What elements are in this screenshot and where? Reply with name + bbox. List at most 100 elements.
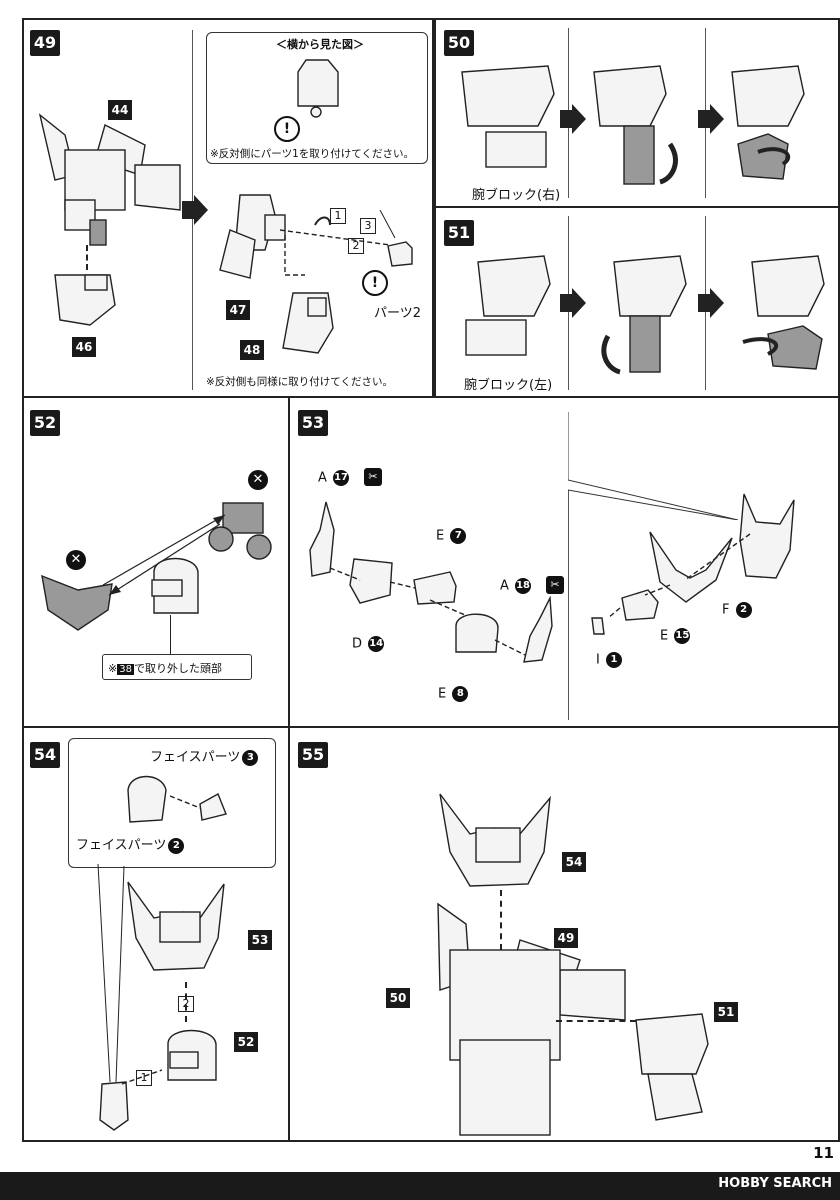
remove-icon: ✕ (66, 550, 86, 570)
part-a18-illustration (523, 596, 553, 663)
callout-51: 51 (714, 1002, 738, 1022)
step-number: 54 (30, 742, 60, 768)
page-number: 11 (813, 1144, 834, 1162)
arm-block-left-caption: 腕ブロック(左) (464, 378, 553, 393)
callout-47: 47 (226, 300, 250, 320)
warning-icon: ! (274, 116, 300, 142)
step-arrow-icon (698, 288, 724, 318)
arm-block-right-caption: 腕ブロック(右) (472, 188, 561, 203)
step-number: 53 (298, 410, 328, 436)
torso-part-illustration (38, 113, 181, 246)
part-i1-illustration (591, 617, 605, 635)
callout-54: 54 (562, 852, 586, 872)
remove-icon: ✕ (248, 470, 268, 490)
callout-46: 46 (72, 337, 96, 357)
head-part-illustration (167, 1029, 217, 1081)
label-e7: E 7 (436, 528, 467, 544)
part-e7-illustration (413, 571, 457, 605)
cut-tool-icon: ✂ (364, 468, 382, 486)
face-insert-illustration (99, 1081, 129, 1131)
note-suffix: で取り外した頭部 (133, 662, 222, 675)
assembly-dash-lines-53 (330, 567, 526, 656)
footer-bar (0, 1172, 840, 1200)
part-e8-illustration (455, 613, 499, 653)
callout-52: 52 (234, 1032, 258, 1052)
arm-final-illustration (635, 1013, 709, 1121)
step-number: 52 (30, 410, 60, 436)
step-number: 50 (444, 30, 474, 56)
assembly-lines (279, 210, 396, 276)
step-arrow-icon (560, 288, 586, 318)
arm-block-right-2 (593, 65, 678, 185)
cut-tool-icon: ✂ (546, 576, 564, 594)
leader-line (170, 615, 171, 655)
seq-box-3: 3 (360, 218, 376, 234)
seq-box-2: 2 (348, 238, 364, 254)
callout-48: 48 (240, 340, 264, 360)
callout-50: 50 (386, 988, 410, 1008)
seq-box-1: 1 (136, 1070, 152, 1086)
arm-block-right-1 (461, 65, 555, 168)
part-f2-illustration (649, 531, 733, 603)
step-arrow-icon (698, 104, 724, 134)
dash-line (500, 890, 502, 950)
callout-44: 44 (108, 100, 132, 120)
label-i1: I 1 (596, 652, 622, 668)
note-ref-badge: 38 (117, 664, 134, 675)
assembly-dash-lines-53b (607, 533, 751, 619)
note-prefix: ※ (108, 662, 118, 675)
leader-lines-54 (97, 863, 163, 1085)
head-part-illustration (151, 557, 199, 614)
side-view-box (206, 32, 428, 164)
label-e8: E 8 (438, 686, 469, 702)
part-a17-illustration (309, 501, 335, 577)
arm-block-right-3 (731, 65, 805, 180)
wing-part-illustration (41, 574, 113, 631)
dash-line (185, 982, 187, 1022)
divider (568, 490, 569, 720)
assembly-illustration-47 (219, 194, 286, 279)
detail-lines (568, 412, 739, 520)
step-55-panel (288, 726, 840, 1142)
face-parts-box (68, 738, 276, 868)
part-d14-illustration (349, 558, 393, 604)
step-number: 49 (30, 30, 60, 56)
part-46-illustration (54, 274, 116, 326)
arm-block-left-2 (601, 255, 687, 375)
label-e15: E 15 (660, 628, 691, 644)
callout-49: 49 (554, 928, 578, 948)
helmet-assembly-illustration (127, 881, 225, 971)
helmet-part-illustration (739, 493, 795, 579)
removal-arrows (102, 514, 226, 596)
label-f2: F 2 (722, 602, 752, 618)
part-48-illustration (282, 292, 334, 354)
removed-head-note (102, 654, 252, 680)
label-d14: D 14 (352, 636, 385, 652)
step-number: 51 (444, 220, 474, 246)
dash-line (556, 1020, 636, 1022)
arm-block-left-3 (742, 255, 825, 370)
face-part-illustration (127, 775, 227, 823)
watermark: HOBBY SEARCH (718, 1176, 832, 1191)
part-e15-illustration (621, 589, 659, 621)
label-a17: A 17 (318, 470, 350, 486)
note-same: ※反対側も同様に取り付けてください。 (206, 376, 393, 388)
wheel-part-illustration (208, 502, 272, 560)
side-view-title: ＜横から見た図＞ (276, 38, 364, 51)
body-final-illustration (437, 902, 626, 1136)
step-number: 55 (298, 742, 328, 768)
label-a18: A 18 (500, 578, 532, 594)
part-2-illustration (387, 241, 413, 267)
side-view-illustration (297, 59, 339, 118)
note-part1: ※反対側にパーツ1を取り付けてください。 (210, 148, 414, 160)
callout-53: 53 (248, 930, 272, 950)
dash-line-46 (86, 245, 88, 270)
step-arrow-icon (182, 195, 208, 225)
helmet-final-illustration (439, 793, 551, 887)
warning-icon: ! (362, 270, 388, 296)
seq-box-1: 1 (330, 208, 346, 224)
arm-block-left-1 (465, 255, 551, 356)
